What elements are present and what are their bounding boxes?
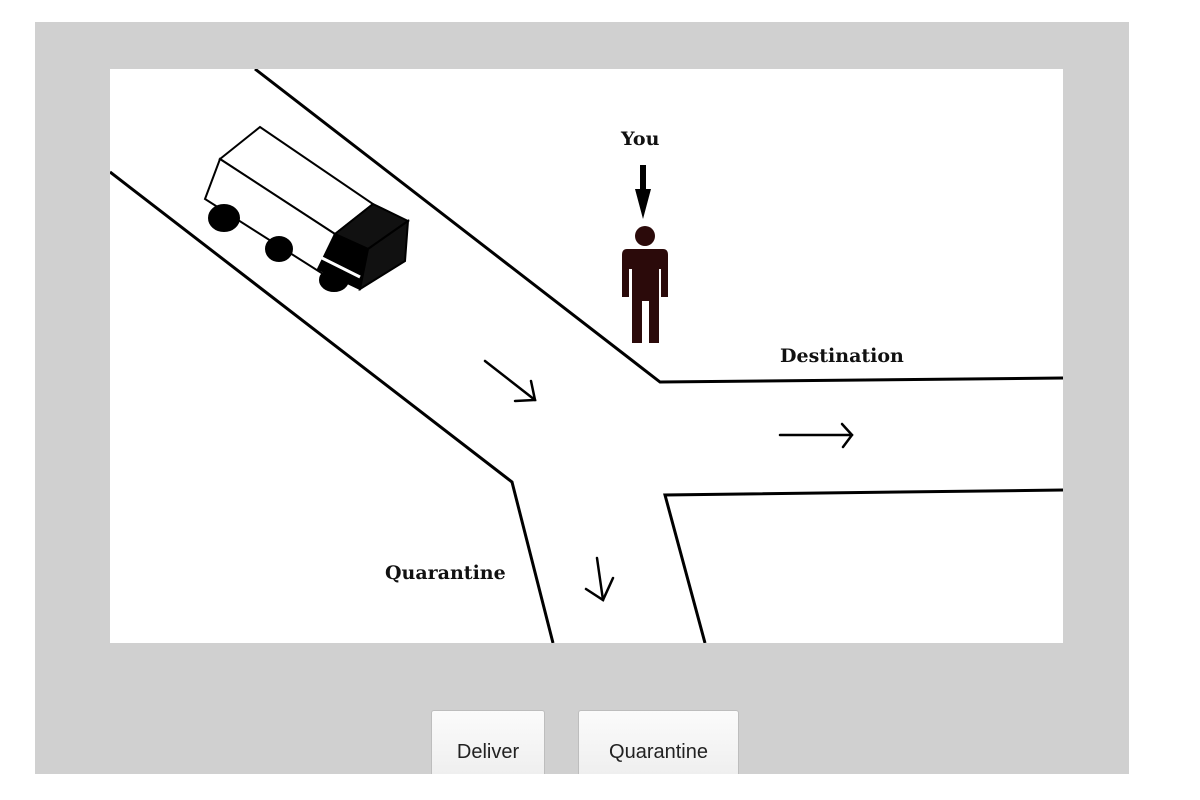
road-scene: You Destination Quarantine [110,69,1063,643]
road-right-edge [663,488,1063,643]
game-panel: You Destination Quarantine [35,22,1129,774]
truck-icon [203,125,410,292]
direction-arrow-icon [483,359,537,403]
direction-arrow-icon [584,556,615,602]
deliver-button[interactable]: Deliver [431,710,545,774]
road-upper-edge [254,69,1063,384]
quarantine-button[interactable]: Quarantine [578,710,739,774]
road-lines [110,69,1063,643]
destination-label: Destination [780,345,904,367]
road-lower-edge [110,170,555,643]
quarantine-label: Quarantine [385,562,506,584]
you-label: You [620,128,660,150]
person-icon [622,226,668,343]
down-arrow-icon [635,165,651,219]
direction-arrow-icon [778,422,854,449]
